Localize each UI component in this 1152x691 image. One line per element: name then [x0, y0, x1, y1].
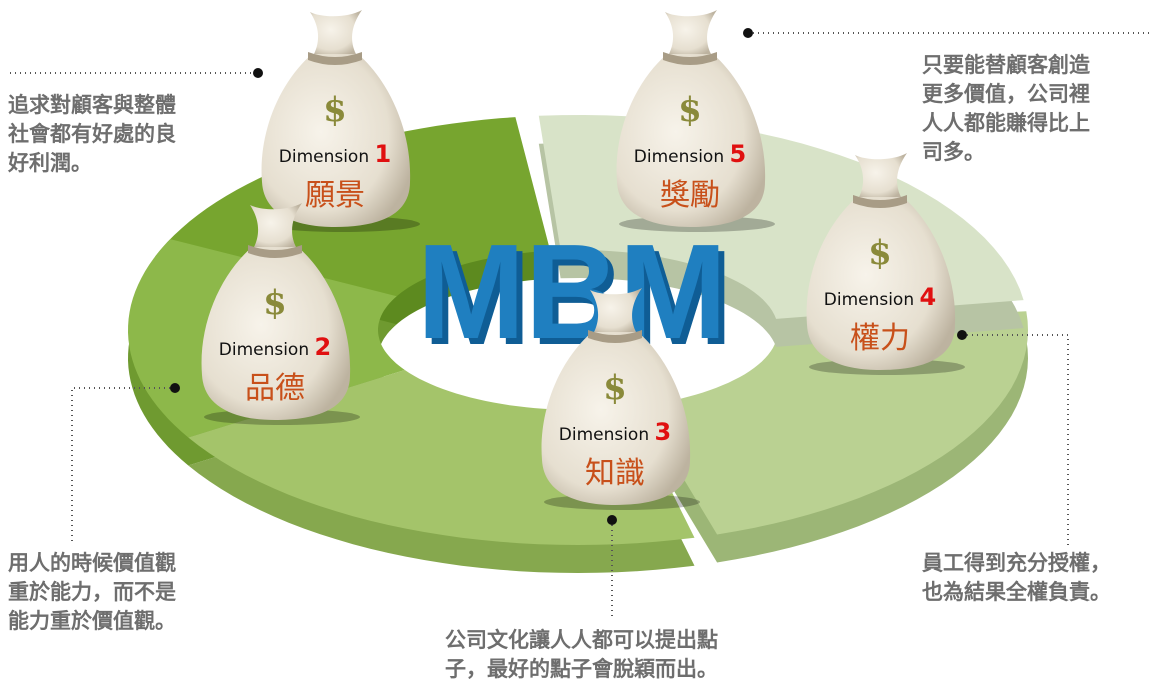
dimension-name: 品德 [245, 371, 305, 406]
dimension-label: Dimension [633, 147, 725, 167]
dimension-name: 知識 [585, 456, 645, 491]
note-line: 公司文化讓人人都可以提出點 [445, 627, 718, 652]
dimension-number: 2 [314, 333, 332, 361]
money-bag-dimension-4: $ Dimension 4 權力 [795, 145, 965, 375]
dimension-label: Dimension [823, 290, 915, 310]
note-line: 也為結果全權負責。 [922, 579, 1111, 604]
note-line: 社會都有好處的良 [8, 121, 176, 146]
money-bag-dimension-3: $ Dimension 3 知識 [530, 280, 700, 510]
mbm-logo-text: MBM [417, 216, 727, 367]
dollar-icon: $ [263, 283, 287, 323]
dimension-label: Dimension [558, 425, 650, 445]
dollar-icon: $ [678, 90, 702, 130]
note-line: 更多價值，公司裡 [922, 81, 1090, 106]
money-bag-dimension-5: $ Dimension 5 獎勵 [605, 2, 775, 232]
callout-dots [170, 28, 967, 525]
note-dimension-5: 只要能替顧客創造 更多價值，公司裡 人人都能賺得比上 司多。 [922, 50, 1090, 166]
dollar-icon: $ [603, 368, 627, 408]
dimension-name: 獎勵 [660, 178, 720, 213]
money-bag-dimension-1: $ Dimension 1 願景 [250, 2, 420, 232]
dimension-name: 權力 [850, 321, 910, 356]
note-line: 能力重於價值觀。 [8, 608, 176, 633]
dimension-number: 4 [919, 283, 937, 311]
money-bag-icon [261, 10, 420, 232]
mbm-logo: MBM [417, 216, 727, 367]
note-dimension-1: 追求對顧客與整體 社會都有好處的良 好利潤。 [8, 90, 176, 177]
dimension-number: 1 [374, 140, 392, 168]
callout-lines [10, 32, 1150, 620]
money-bag-icon [616, 10, 775, 232]
note-line: 子，最好的點子會脫穎而出。 [445, 656, 718, 681]
ring-segment-4 [639, 311, 1028, 535]
note-dimension-2: 用人的時候價值觀 重於能力，而不是 能力重於價值觀。 [8, 548, 176, 635]
dimension-label: Dimension [278, 147, 370, 167]
dollar-icon: $ [868, 233, 892, 273]
note-line: 重於能力，而不是 [8, 579, 176, 604]
dimension-number: 5 [729, 140, 747, 168]
note-dimension-3: 公司文化讓人人都可以提出點 子，最好的點子會脫穎而出。 [445, 625, 718, 683]
note-line: 用人的時候價值觀 [8, 550, 176, 575]
note-line: 只要能替顧客創造 [922, 52, 1090, 77]
money-bag-icon [201, 203, 360, 425]
callout-line-4 [962, 334, 1069, 545]
note-dimension-4: 員工得到充分授權， 也為結果全權負責。 [922, 548, 1111, 606]
note-line: 好利潤。 [8, 150, 92, 175]
dimension-number: 3 [654, 418, 672, 446]
note-line: 追求對顧客與整體 [8, 92, 176, 117]
money-bag-icon [806, 153, 965, 375]
note-line: 員工得到充分授權， [922, 550, 1111, 575]
dollar-icon: $ [323, 90, 347, 130]
note-line: 司多。 [922, 139, 985, 164]
money-bag-icon [541, 288, 700, 510]
money-bag-dimension-2: $ Dimension 2 品德 [190, 195, 360, 425]
note-line: 人人都能賺得比上 [922, 110, 1090, 135]
dimension-label: Dimension [218, 340, 310, 360]
dimension-name: 願景 [305, 178, 365, 213]
